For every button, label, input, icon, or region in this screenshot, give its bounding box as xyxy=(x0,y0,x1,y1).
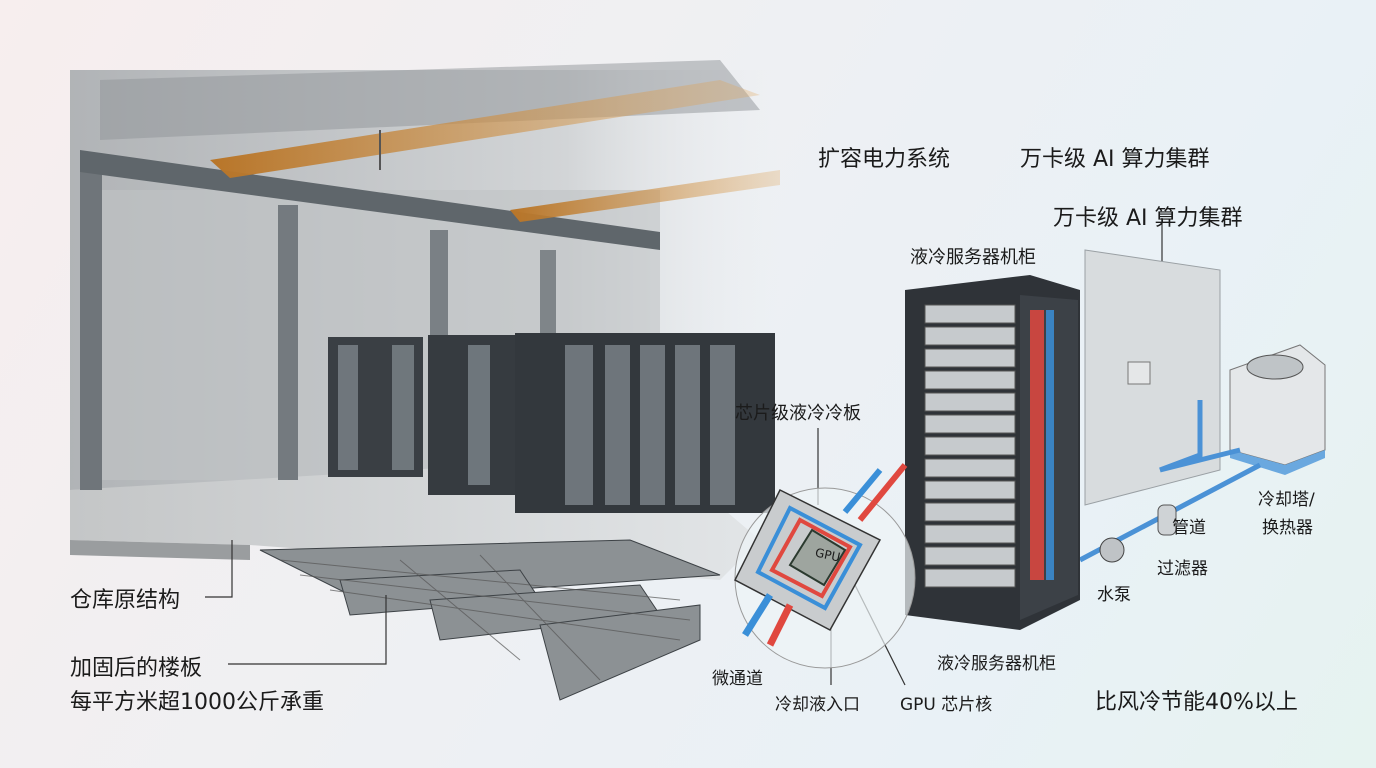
label-rack-top: 液冷服务器机柜 xyxy=(910,247,1036,268)
label-ai-cluster-top: 万卡级 AI 算力集群 xyxy=(1020,147,1210,172)
label-micro-channel: 微通道 xyxy=(712,669,763,689)
server-racks-warehouse xyxy=(328,333,775,513)
cold-plate-detail xyxy=(734,463,916,669)
cooling-tower xyxy=(1229,344,1326,475)
filter xyxy=(1157,504,1177,536)
label-pipe: 管道 xyxy=(1172,518,1206,538)
label-rack-bottom: 液冷服务器机柜 xyxy=(937,654,1056,674)
label-reinforced-floor: 加固后的楼板 xyxy=(70,656,203,681)
label-filter: 过滤器 xyxy=(1157,559,1208,579)
label-energy-saving: 比风冷节能40%以上 xyxy=(1095,690,1298,715)
label-ai-cluster: 万卡级 AI 算力集群 xyxy=(1053,206,1243,231)
label-coolant-inlet: 冷却液入口 xyxy=(775,695,860,715)
label-gpu-core: GPU 芯片核 xyxy=(900,695,993,715)
building-wall xyxy=(1084,249,1221,506)
label-cooling-tower: 冷却塔/ xyxy=(1258,490,1315,510)
label-heat-exchanger: 换热器 xyxy=(1262,518,1313,538)
water-pump xyxy=(1099,537,1125,563)
reinforced-floor-slab xyxy=(259,539,721,701)
liquid-cooled-rack xyxy=(905,275,1080,630)
label-cold-plate: 芯片级液冷冷板 xyxy=(735,403,861,424)
label-load-capacity: 每平方米超1000公斤承重 xyxy=(70,690,324,715)
label-original-structure: 仓库原结构 xyxy=(70,588,181,613)
label-power-system: 扩容电力系统 xyxy=(818,147,951,172)
label-pump: 水泵 xyxy=(1097,585,1131,605)
